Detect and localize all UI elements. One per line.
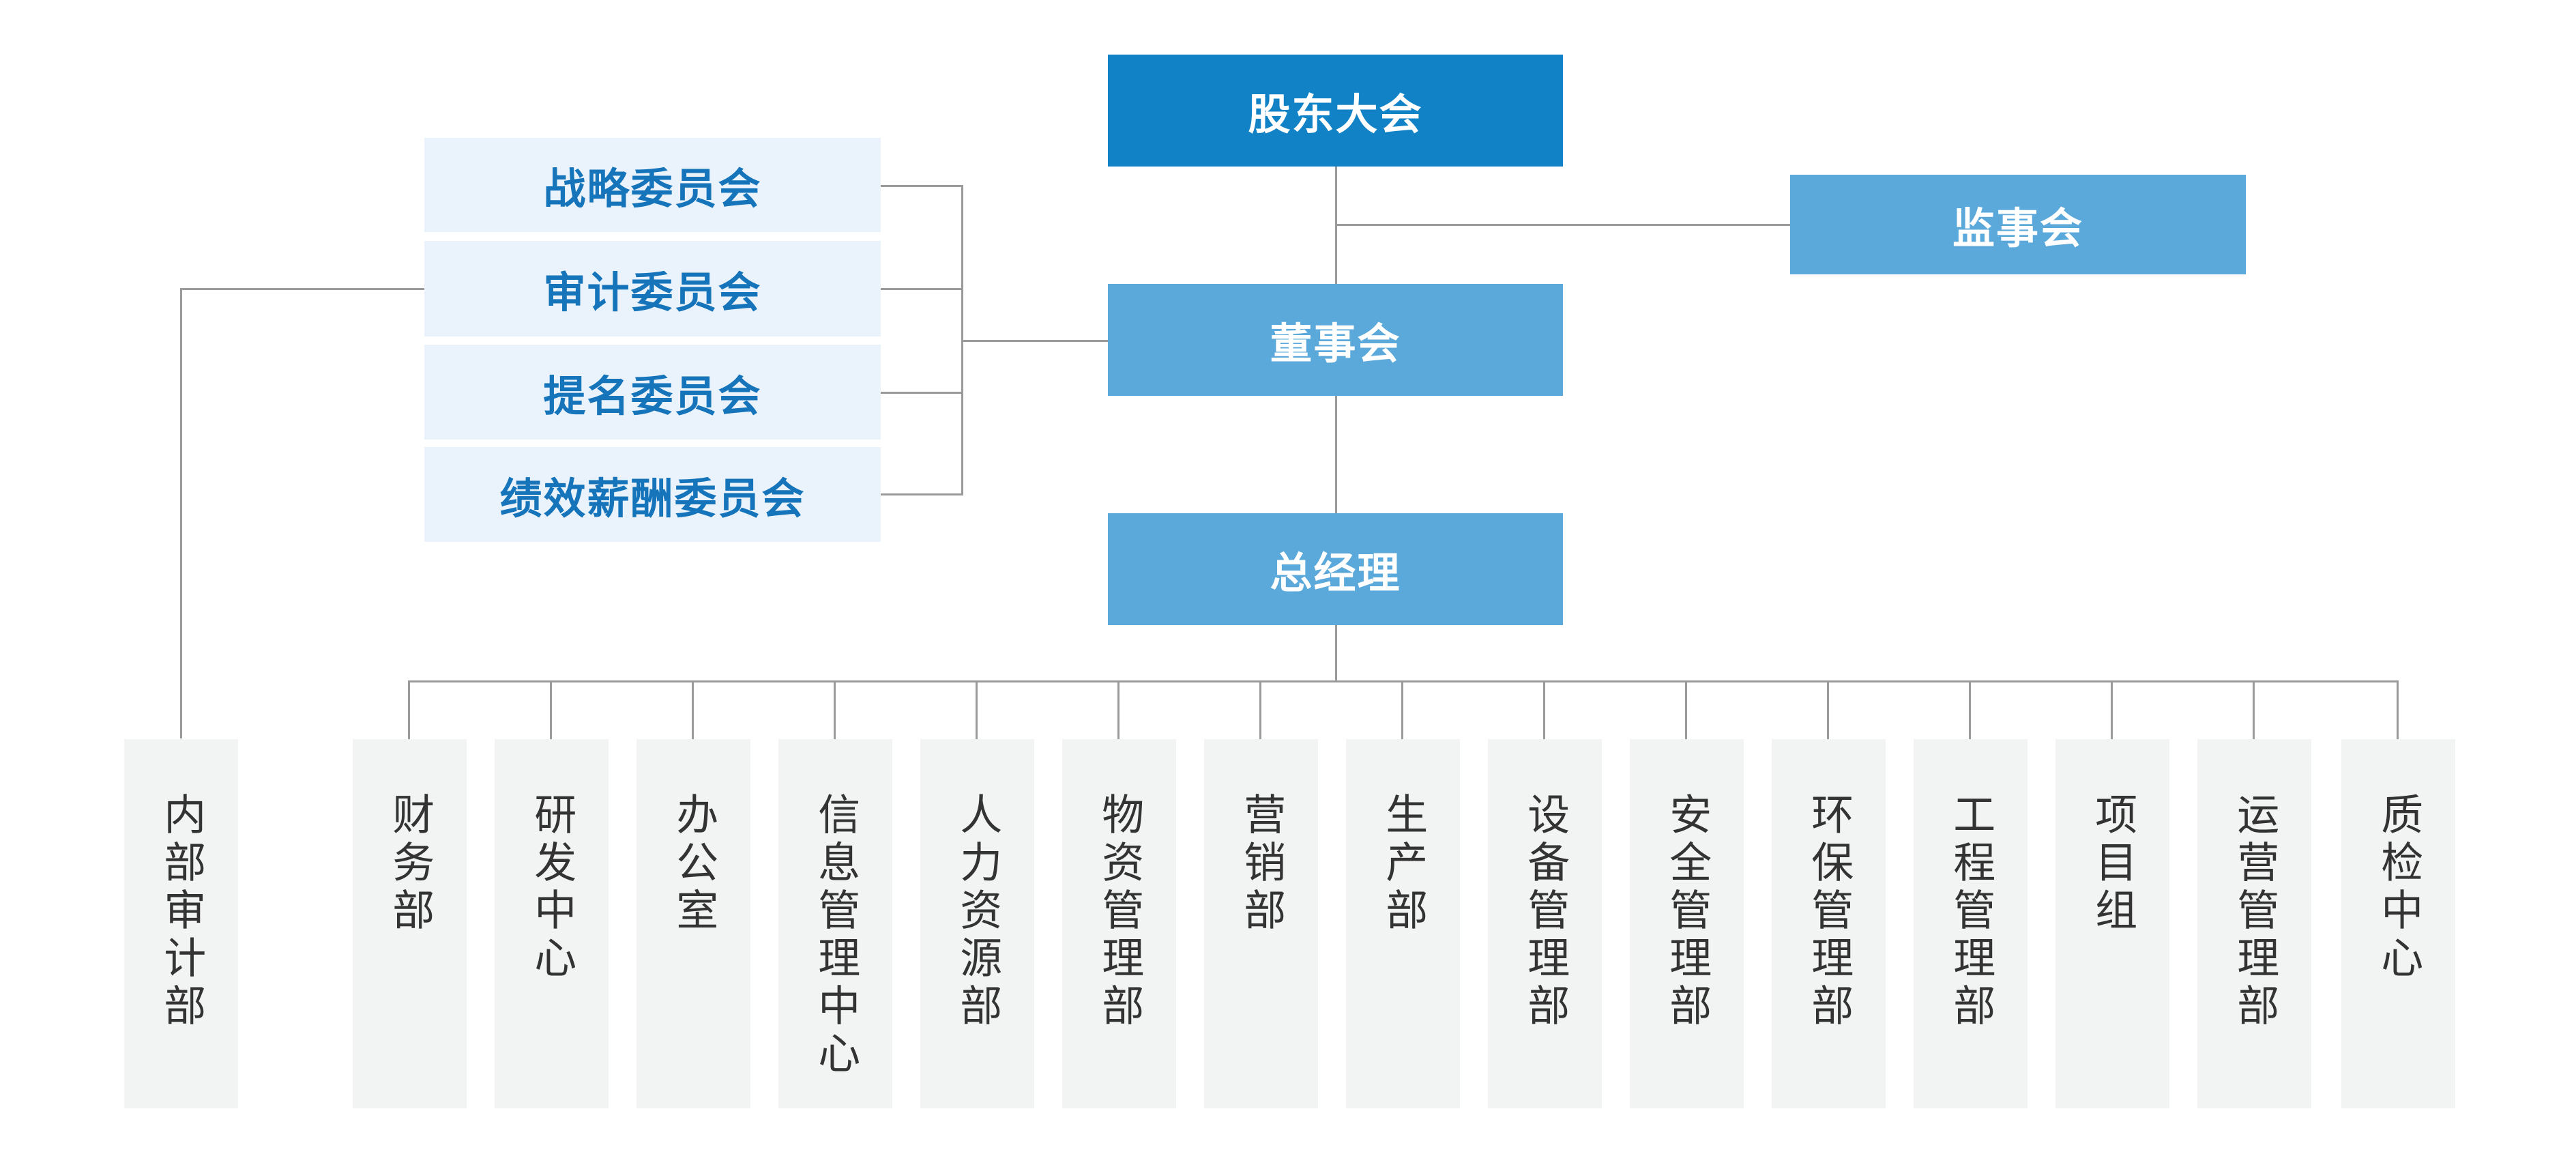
connector-dept-10 xyxy=(1685,680,1687,739)
connector-dept-9 xyxy=(1543,680,1545,739)
node-label: 工程管理部 xyxy=(1946,792,1996,1031)
node-label: 内部审计部 xyxy=(156,792,207,1031)
node-label: 董事会 xyxy=(1270,319,1401,369)
connector-committee-compensation xyxy=(881,493,963,495)
node-label: 监事会 xyxy=(1952,203,2083,253)
node-department-quality-inspection: 质检中心 xyxy=(2341,739,2455,1108)
node-department-production: 生产部 xyxy=(1346,739,1460,1108)
connector-dept-13 xyxy=(2111,680,2113,739)
connector-board-to-committees xyxy=(961,340,1110,342)
node-label: 项目组 xyxy=(2088,792,2138,936)
node-label: 质检中心 xyxy=(2373,792,2424,983)
node-label: 设备管理部 xyxy=(1520,792,1570,1031)
node-committee-strategy: 战略委员会 xyxy=(424,138,881,232)
node-label: 研发中心 xyxy=(527,792,577,983)
connector-shareholders-to-gm xyxy=(1335,167,1337,682)
node-label: 办公室 xyxy=(669,792,719,936)
connector-internal-audit-drop xyxy=(180,288,182,738)
connector-committee-nomination xyxy=(881,392,963,394)
node-label: 安全管理部 xyxy=(1662,792,1712,1031)
connector-dept-7 xyxy=(1259,680,1261,739)
node-label: 营销部 xyxy=(1236,792,1287,936)
node-label: 审计委员会 xyxy=(543,268,762,317)
node-department-project-group: 项目组 xyxy=(2055,739,2169,1108)
node-department-equipment: 设备管理部 xyxy=(1488,739,1602,1108)
node-label: 战略委员会 xyxy=(543,164,762,214)
node-department-information-center: 信息管理中心 xyxy=(778,739,892,1108)
node-department-operations: 运营管理部 xyxy=(2197,739,2311,1108)
node-department-engineering: 工程管理部 xyxy=(1914,739,2028,1108)
node-department-environmental: 环保管理部 xyxy=(1772,739,1886,1108)
node-label: 绩效薪酬委员会 xyxy=(499,473,806,523)
connector-to-supervisory-board xyxy=(1335,224,1795,226)
connector-audit-to-internal-audit xyxy=(180,288,426,290)
node-label: 信息管理中心 xyxy=(810,792,861,1079)
node-label: 总经理 xyxy=(1270,548,1401,598)
connector-dept-1 xyxy=(408,680,410,739)
node-department-human-resources: 人力资源部 xyxy=(920,739,1034,1108)
node-label: 环保管理部 xyxy=(1804,792,1854,1031)
connector-dept-15 xyxy=(2397,680,2399,739)
connector-dept-12 xyxy=(1969,680,1971,739)
node-label: 人力资源部 xyxy=(952,792,1003,1031)
connector-committee-strategy xyxy=(881,185,963,187)
node-label: 提名委员会 xyxy=(543,371,762,421)
node-department-rd-center: 研发中心 xyxy=(495,739,609,1108)
node-internal-audit: 内部审计部 xyxy=(124,739,238,1108)
connector-dept-4 xyxy=(834,680,836,739)
node-department-materials: 物资管理部 xyxy=(1062,739,1176,1108)
node-department-finance: 财务部 xyxy=(353,739,467,1108)
node-label: 生产部 xyxy=(1378,792,1429,936)
node-supervisory-board: 监事会 xyxy=(1790,175,2246,274)
node-committee-compensation: 绩效薪酬委员会 xyxy=(424,447,881,542)
connector-dept-11 xyxy=(1827,680,1829,739)
node-label: 运营管理部 xyxy=(2229,792,2280,1031)
connector-dept-5 xyxy=(976,680,978,739)
connector-dept-8 xyxy=(1401,680,1403,739)
node-general-manager: 总经理 xyxy=(1108,513,1563,625)
node-department-office: 办公室 xyxy=(636,739,750,1108)
node-label: 财务部 xyxy=(385,792,435,936)
connector-committee-spine xyxy=(961,185,963,495)
node-board-of-directors: 董事会 xyxy=(1108,284,1563,396)
node-committee-nomination: 提名委员会 xyxy=(424,345,881,440)
connector-committee-audit xyxy=(881,288,963,290)
node-department-safety: 安全管理部 xyxy=(1630,739,1744,1108)
node-label: 股东大会 xyxy=(1248,89,1423,139)
node-shareholders-meeting: 股东大会 xyxy=(1108,55,1563,167)
connector-dept-2 xyxy=(550,680,552,739)
connector-dept-6 xyxy=(1117,680,1119,739)
node-label: 物资管理部 xyxy=(1094,792,1145,1031)
node-department-marketing: 营销部 xyxy=(1204,739,1318,1108)
node-committee-audit: 审计委员会 xyxy=(424,241,881,336)
connector-dept-3 xyxy=(692,680,694,739)
connector-dept-14 xyxy=(2253,680,2255,739)
